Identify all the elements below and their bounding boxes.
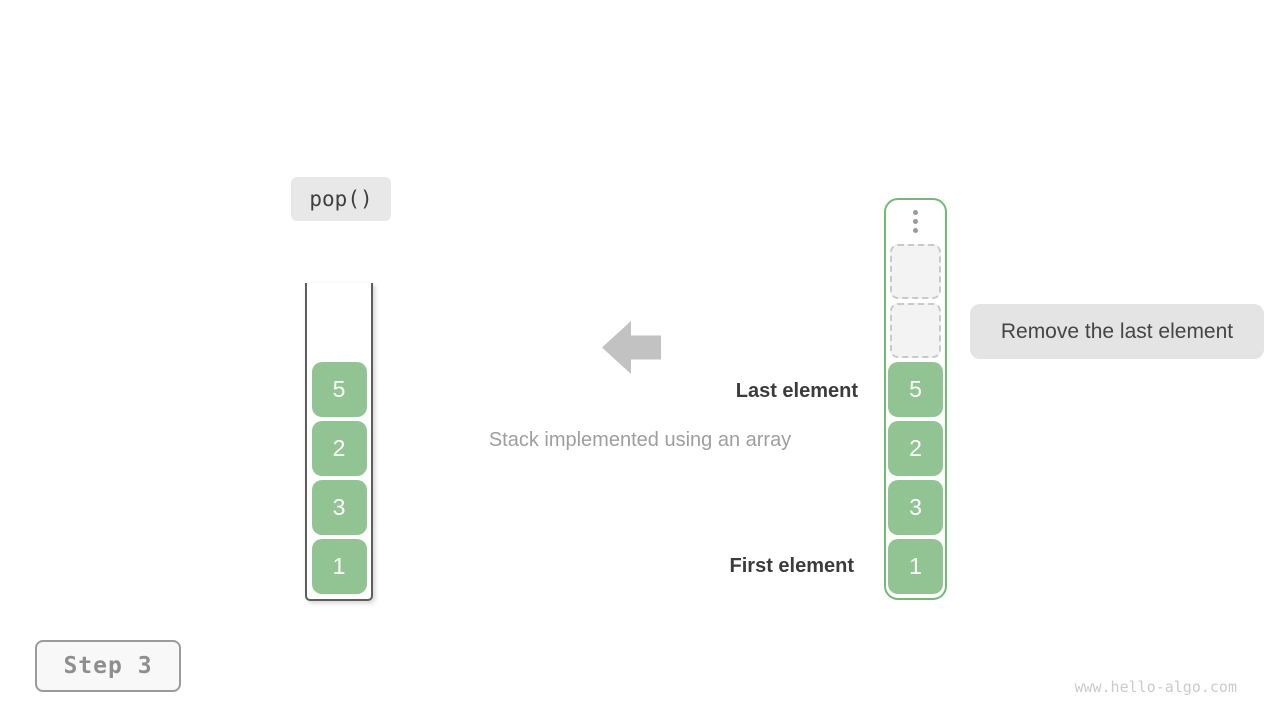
step-badge: Step 3 [35, 640, 181, 692]
array-empty-slot [890, 303, 941, 358]
array-cell: 3 [888, 480, 943, 535]
pop-operation-label: pop() [291, 177, 391, 221]
stack-cell: 1 [311, 539, 367, 594]
first-element-label: First element [729, 555, 854, 577]
watermark: www.hello-algo.com [1074, 678, 1237, 696]
last-element-label: Last element [735, 380, 858, 402]
array-cell: 1 [888, 539, 943, 594]
stack-cell: 2 [311, 421, 367, 476]
stack-container: 5 2 3 1 [305, 283, 373, 601]
array-empty-slot [890, 244, 941, 299]
stack-cell: 5 [311, 362, 367, 417]
vertical-ellipsis-icon [913, 210, 918, 233]
ellipsis-dot [913, 210, 918, 215]
array-cell: 2 [888, 421, 943, 476]
stack-cell: 3 [311, 480, 367, 535]
left-arrow-icon [602, 321, 661, 374]
remove-note-label: Remove the last element [970, 304, 1264, 359]
ellipsis-dot [913, 228, 918, 233]
stack-caption: Stack implemented using an array [488, 429, 792, 451]
array-cell: 5 [888, 362, 943, 417]
array-container: 5 2 3 1 [884, 198, 947, 600]
ellipsis-dot [913, 219, 918, 224]
